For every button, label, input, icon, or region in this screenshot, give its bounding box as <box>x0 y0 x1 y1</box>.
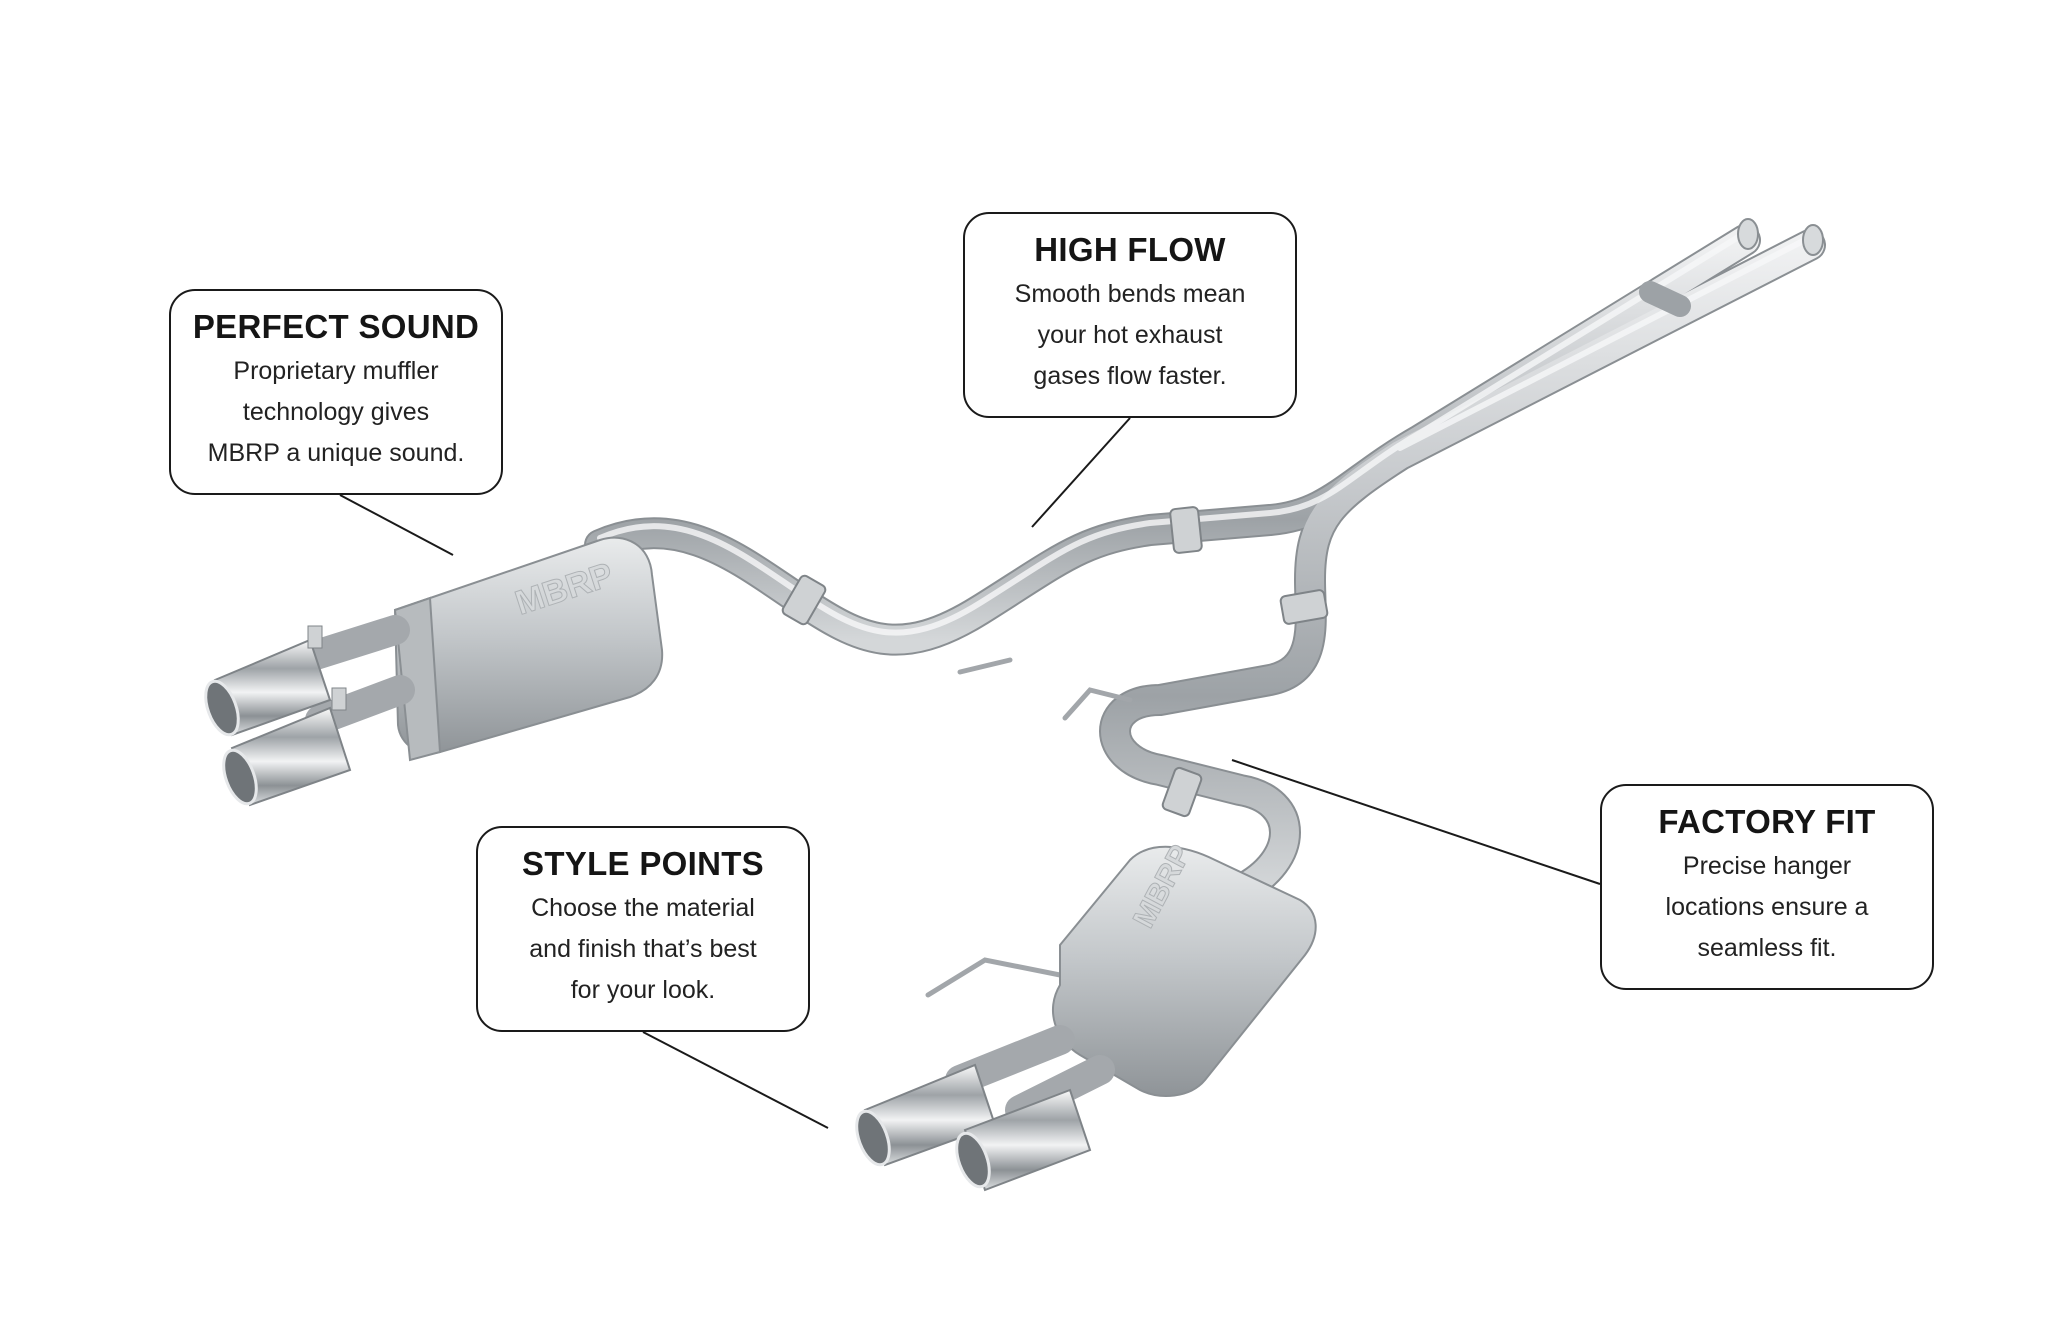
callout-line: your hot exhaust <box>1037 321 1223 349</box>
callout-title: STYLE POINTS <box>522 845 764 882</box>
callout-factory-fit: FACTORY FIT Precise hanger locations ens… <box>1600 784 1934 990</box>
tip-clamp <box>331 687 347 711</box>
callout-perfect-sound: PERFECT SOUND Proprietary muffler techno… <box>169 289 503 495</box>
callout-body: Proprietary muffler technology gives MBR… <box>171 351 501 474</box>
exhaust-tip <box>204 638 332 737</box>
callout-line: locations ensure a <box>1665 893 1869 921</box>
tip-clamp <box>307 625 323 649</box>
callout-line: Smooth bends mean <box>1014 280 1246 308</box>
callout-line: for your look. <box>570 976 716 1004</box>
callout-line: Choose the material <box>531 894 755 922</box>
band-clamp <box>1279 589 1329 625</box>
leader-line-perfect-sound <box>339 494 454 556</box>
right-exhaust-tips <box>855 1025 1115 1192</box>
leader-line-factory-fit <box>1231 759 1601 885</box>
pipe-network <box>584 218 1826 906</box>
callout-title: HIGH FLOW <box>1034 231 1226 268</box>
callout-title: PERFECT SOUND <box>192 308 480 345</box>
callout-line: seamless fit. <box>1697 934 1837 962</box>
leader-lines <box>339 417 1601 1129</box>
callout-style-points: STYLE POINTS Choose the material and fin… <box>476 826 810 1032</box>
left-muffler: MBRP <box>393 536 664 762</box>
right-muffler: MBRP <box>1051 839 1317 1097</box>
leader-line-high-flow <box>1031 417 1131 528</box>
band-clamp <box>781 574 827 626</box>
callout-line: Precise hanger <box>1682 852 1852 880</box>
inlet-end <box>1737 218 1759 250</box>
callout-high-flow: HIGH FLOW Smooth bends mean your hot exh… <box>963 212 1297 418</box>
leader-line-style-points <box>642 1031 829 1129</box>
crossover-tube <box>1639 281 1691 317</box>
callout-line: and finish that’s best <box>529 935 757 963</box>
callout-line: technology gives <box>242 398 430 426</box>
callout-line: gases flow faster. <box>1033 362 1227 390</box>
callout-line: MBRP a unique sound. <box>207 439 465 467</box>
exhaust-tip <box>955 1088 1092 1192</box>
band-clamp <box>1169 506 1203 554</box>
hanger-rod <box>1062 687 1133 721</box>
callout-body: Smooth bends mean your hot exhaust gases… <box>965 274 1295 397</box>
callout-body: Choose the material and finish that’s be… <box>478 888 808 1011</box>
callout-title: FACTORY FIT <box>1658 803 1876 840</box>
exhaust-tip <box>855 1063 997 1167</box>
band-clamp <box>1161 766 1203 818</box>
exhaust-tip <box>222 706 352 807</box>
left-exhaust-tips <box>204 615 415 807</box>
callout-body: Precise hanger locations ensure a seamle… <box>1602 846 1932 969</box>
callout-line: Proprietary muffler <box>233 357 439 385</box>
hanger-rod <box>957 657 1013 675</box>
band-clamps <box>781 506 1329 818</box>
lower-pipe <box>1101 231 1824 904</box>
inlet-end <box>1802 224 1824 256</box>
